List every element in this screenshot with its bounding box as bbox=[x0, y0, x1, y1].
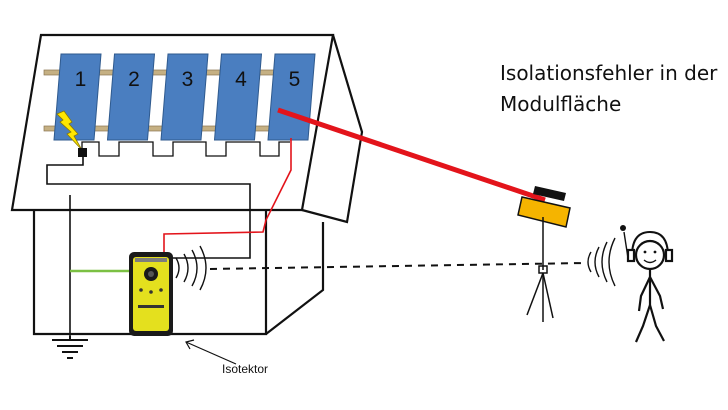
solar-panel-4 bbox=[213, 53, 263, 141]
solar-panel-label-4: 4 bbox=[235, 68, 247, 91]
solar-panel-1 bbox=[53, 53, 102, 141]
diagram-caption: Isolationsfehler in der Modulfläche bbox=[500, 58, 717, 120]
solar-panel-label-1: 1 bbox=[75, 68, 87, 91]
dc-wiring-black bbox=[46, 150, 251, 336]
solar-panel-label-5: 5 bbox=[289, 68, 301, 91]
receiver-sound-waves bbox=[587, 237, 616, 287]
signal-dashed-line bbox=[209, 262, 586, 270]
device-sound-waves bbox=[175, 245, 207, 291]
solar-panel-5 bbox=[267, 53, 316, 141]
device-label: Isotektor bbox=[222, 362, 269, 376]
roof-side bbox=[301, 34, 364, 224]
tripod-icon bbox=[526, 265, 554, 322]
laser-sensor-icon bbox=[517, 186, 571, 270]
lightning-bolt-icon bbox=[56, 110, 87, 157]
panel-string-wiring bbox=[81, 141, 290, 157]
solar-panel-2 bbox=[106, 53, 156, 141]
laser-beam bbox=[277, 107, 546, 203]
isotektor-meter-icon bbox=[129, 252, 173, 336]
dc-wiring-red bbox=[163, 138, 292, 254]
solar-panel-label-3: 3 bbox=[182, 68, 194, 91]
solar-panel-3 bbox=[160, 53, 209, 141]
house-wall-side bbox=[265, 222, 325, 335]
caption-line-1: Isolationsfehler in der bbox=[500, 61, 718, 85]
solar-panel-label-2: 2 bbox=[128, 68, 140, 91]
stick-figure-with-headphones-icon bbox=[620, 225, 674, 343]
ground-symbol-icon bbox=[52, 336, 88, 359]
label-arrow bbox=[185, 339, 237, 365]
solar-panel-array: 1 2 3 4 5 bbox=[53, 53, 316, 141]
caption-line-2: Modulfläche bbox=[500, 92, 622, 116]
